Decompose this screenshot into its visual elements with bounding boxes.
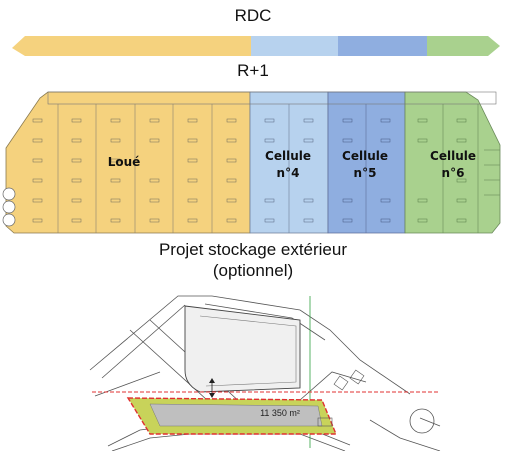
top-strip — [47, 91, 497, 105]
cell-label-4-line2: n°4 — [277, 166, 300, 180]
storage-area-label: 11 350 m² — [260, 408, 300, 418]
cell6-edge-details — [484, 149, 500, 196]
rdc-label: RDC — [234, 6, 272, 25]
rdc-segment-cell5 — [338, 36, 427, 56]
r-plus-1-floor-plan: Loué Cellule n°4 Cellule n°5 Cellule n°6 — [2, 91, 501, 234]
project-title-line2: (optionnel) — [212, 261, 294, 280]
cell-label-6-line1: Cellule — [430, 149, 476, 163]
cell-label-5-line1: Cellule — [342, 149, 388, 163]
cell-label-leased: Loué — [108, 155, 141, 169]
rdc-segment-leased — [12, 36, 251, 56]
r-plus-1-label: R+1 — [237, 61, 269, 80]
rack-marks — [32, 118, 467, 223]
cell-label-5-line2: n°5 — [354, 166, 377, 180]
storage-tanks — [2, 187, 16, 227]
rdc-level-bar — [12, 36, 500, 56]
site-plan: 11 350 m² — [89, 295, 441, 451]
zone-cell6 — [404, 91, 501, 234]
project-title-line1: Projet stockage extérieur — [158, 240, 348, 259]
rdc-segment-cell6 — [427, 36, 500, 56]
rdc-segment-cell4 — [251, 36, 338, 56]
cell-label-6-line2: n°6 — [442, 166, 465, 180]
cell-label-4-line1: Cellule — [265, 149, 311, 163]
grid-columns — [57, 104, 479, 233]
